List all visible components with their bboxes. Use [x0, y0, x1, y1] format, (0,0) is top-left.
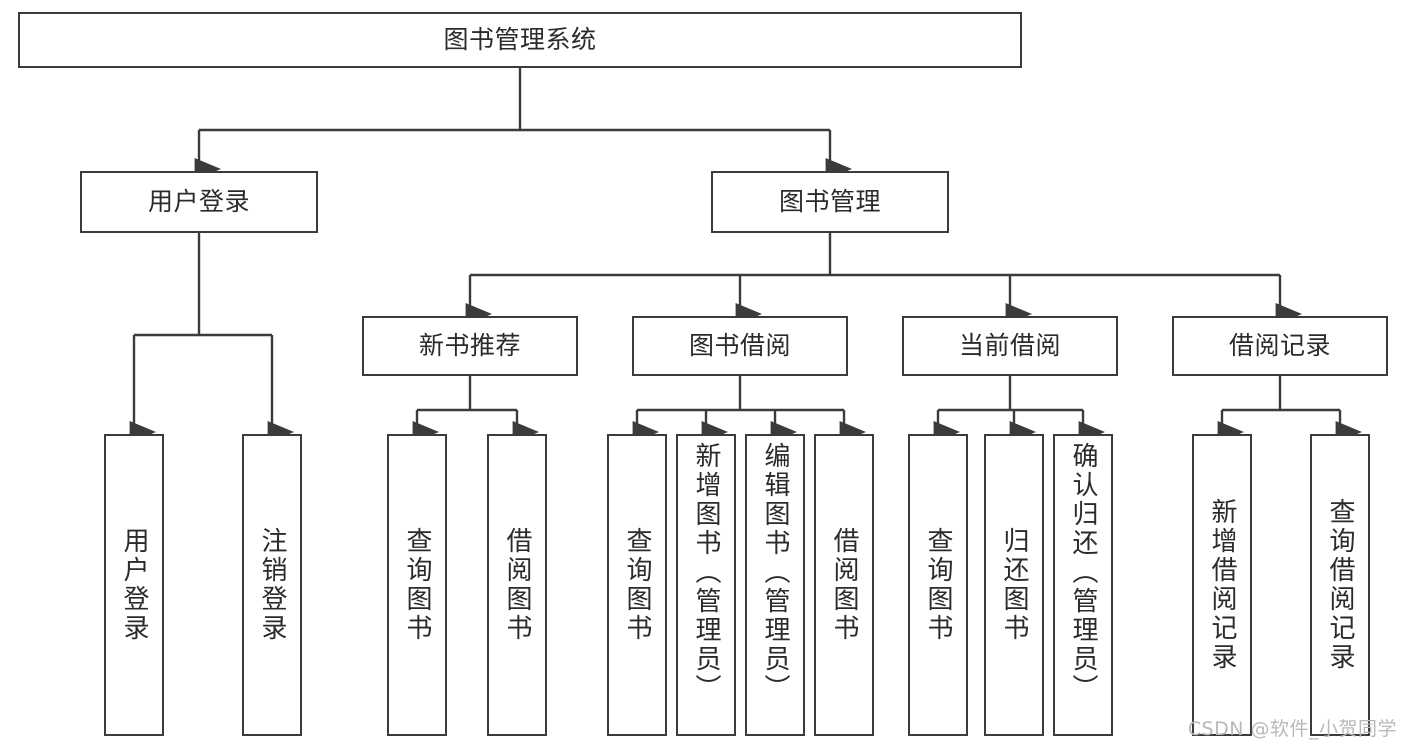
- node-label-l-login: 用户登录: [119, 527, 149, 643]
- node-label-l-logout: 注销登录: [257, 527, 287, 643]
- node-l-nb-query[interactable]: 查询图书: [387, 434, 447, 736]
- node-borrow[interactable]: 图书借阅: [632, 316, 848, 376]
- node-label-l-cu-conf: 确认归还（管理员）: [1068, 442, 1098, 703]
- node-label-l-bw-lend: 借阅图书: [829, 527, 859, 643]
- watermark-text: CSDN @软件_小贺同学: [1187, 718, 1397, 740]
- node-label-newbook: 新书推荐: [418, 331, 521, 360]
- node-l-cu-query[interactable]: 查询图书: [908, 434, 968, 736]
- node-label-l-cu-return: 归还图书: [999, 527, 1029, 643]
- node-l-bw-lend[interactable]: 借阅图书: [814, 434, 874, 736]
- node-label-current: 当前借阅: [958, 331, 1061, 360]
- node-label-borrow: 图书借阅: [688, 331, 791, 360]
- node-l-bw-query[interactable]: 查询图书: [607, 434, 667, 736]
- node-label-l-bw-add: 新增图书（管理员）: [691, 442, 721, 703]
- node-label-l-nb-query: 查询图书: [402, 527, 432, 643]
- node-label-l-bw-edit: 编辑图书（管理员）: [760, 442, 790, 703]
- node-l-login[interactable]: 用户登录: [104, 434, 164, 736]
- node-l-cu-conf[interactable]: 确认归还（管理员）: [1053, 434, 1113, 736]
- node-l-cu-return[interactable]: 归还图书: [984, 434, 1044, 736]
- node-label-l-cu-query: 查询图书: [923, 527, 953, 643]
- node-label-bookmgmt: 图书管理: [778, 187, 881, 216]
- node-newbook[interactable]: 新书推荐: [362, 316, 578, 376]
- node-label-l-rc-add: 新增借阅记录: [1207, 498, 1237, 672]
- node-l-bw-edit[interactable]: 编辑图书（管理员）: [745, 434, 805, 736]
- node-label-l-rc-query: 查询借阅记录: [1325, 498, 1355, 672]
- node-login[interactable]: 用户登录: [80, 171, 318, 233]
- node-l-logout[interactable]: 注销登录: [242, 434, 302, 736]
- edge-group: [129, 68, 1362, 443]
- node-label-records: 借阅记录: [1228, 331, 1331, 360]
- node-label-l-bw-query: 查询图书: [622, 527, 652, 643]
- node-bookmgmt[interactable]: 图书管理: [711, 171, 949, 233]
- node-label-login: 用户登录: [147, 187, 250, 216]
- node-l-nb-borrow[interactable]: 借阅图书: [487, 434, 547, 736]
- node-l-rc-add[interactable]: 新增借阅记录: [1192, 434, 1252, 736]
- node-label-root: 图书管理系统: [443, 25, 597, 54]
- node-records[interactable]: 借阅记录: [1172, 316, 1388, 376]
- node-current[interactable]: 当前借阅: [902, 316, 1118, 376]
- node-l-rc-query[interactable]: 查询借阅记录: [1310, 434, 1370, 736]
- node-root[interactable]: 图书管理系统: [18, 12, 1022, 68]
- node-label-l-nb-borrow: 借阅图书: [502, 527, 532, 643]
- node-l-bw-add[interactable]: 新增图书（管理员）: [676, 434, 736, 736]
